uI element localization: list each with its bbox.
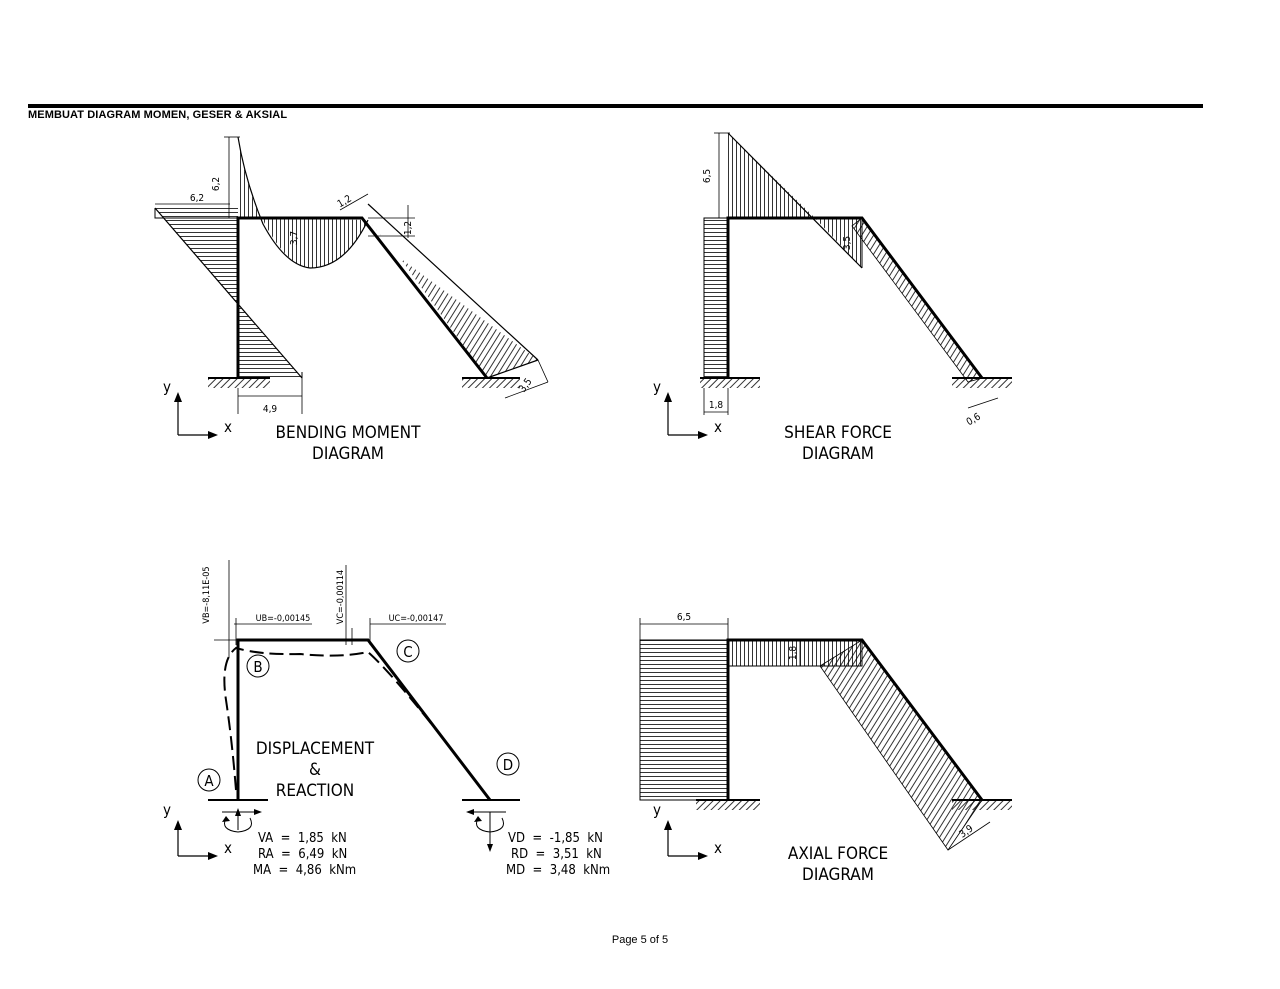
disp-label-ub: UB=-0,00145 [256, 614, 311, 624]
bm-dim-corner-diag: 1,2 [336, 193, 354, 210]
bm-dim-mid-sag: 3,7 [289, 231, 300, 245]
disp-label-vb: VB=-8,11E-05 [202, 566, 212, 623]
sf-dim-beam: 6,5 [702, 169, 713, 183]
bm-incline-fill [400, 258, 538, 378]
reaction-a-line2: RA = 6,49 kN [258, 847, 347, 862]
disp-axis-x-label: x [224, 839, 232, 857]
af-axis-x-label: x [714, 839, 722, 857]
sf-axis-x-label: x [714, 418, 722, 436]
af-ground-left [696, 801, 760, 810]
disp-axis-y-label: y [163, 801, 171, 819]
disp-title-line1: DISPLACEMENT [256, 739, 375, 759]
page-number: Page 5 of 5 [611, 934, 669, 946]
node-b-marker: B [246, 654, 270, 678]
bm-title-line1: BENDING MOMENT [276, 423, 422, 443]
reaction-d-line2: RD = 3,51 kN [511, 847, 602, 862]
shear-force-diagram: 6,5 3,5 1,8 0,6 y x SHEAR FORCE DIAGRAM [653, 132, 1012, 464]
af-title-line1: AXIAL FORCE [788, 844, 888, 864]
sf-title-line2: DIAGRAM [802, 444, 874, 464]
bm-dim-top-left: 6,2 [190, 193, 204, 204]
bm-ground-right [462, 379, 520, 388]
reaction-a-line3: MA = 4,86 kNm [253, 863, 356, 878]
af-title-line2: DIAGRAM [802, 865, 874, 885]
node-b-label: B [253, 658, 262, 676]
af-axis-icon: y x [653, 801, 722, 860]
page-header-title: MEMBUAT DIAGRAM MOMEN, GESER & AKSIAL [28, 109, 288, 121]
sf-ground-right [952, 379, 1012, 388]
sf-dim-corner: 3,5 [842, 236, 853, 250]
sf-title-line1: SHEAR FORCE [784, 423, 892, 443]
af-axis-y-label: y [653, 801, 661, 819]
bm-ground-left [208, 379, 270, 388]
header-rule [28, 104, 1203, 108]
bm-axis-y-label: y [163, 378, 171, 396]
reaction-d-line1: VD = -1,85 kN [508, 831, 603, 846]
sf-column-fill [703, 217, 729, 379]
displacement-diagram: VB=-8,11E-05 UB=-0,00145 VC=-0,00114 UC=… [163, 560, 610, 878]
bm-dim-top-vertical: 6,2 [211, 177, 222, 191]
af-dim-beam: 1,8 [788, 646, 799, 661]
sf-axis-y-label: y [653, 378, 661, 396]
node-d-label: D [503, 756, 513, 774]
bm-corner-spike-fill [238, 137, 260, 218]
node-c-marker: C [396, 639, 420, 663]
sf-dim-base: 1,8 [709, 400, 724, 411]
sf-axis-icon: y x [653, 378, 722, 439]
af-column-fill [639, 639, 729, 801]
node-d-marker: D [496, 752, 520, 776]
sf-dim-incline: 0,6 [965, 411, 983, 428]
bm-title-line2: DIAGRAM [312, 444, 384, 464]
af-dim-left: 6,5 [677, 612, 691, 623]
bm-dim-corner-vert: 1,2 [403, 221, 414, 235]
disp-title-line3: REACTION [276, 781, 354, 801]
sf-ground-left [700, 379, 760, 388]
disp-label-uc: UC=-0,00147 [389, 614, 444, 624]
af-incline-fill [819, 639, 983, 851]
axial-force-diagram: 6,5 1,8 3,9 y x AXIAL FORCE DIAGRAM [639, 612, 1012, 885]
reaction-a-line1: VA = 1,85 kN [258, 831, 347, 846]
bending-moment-diagram: 6,2 6,2 3,7 1,2 1,2 4,9 3,5 y x BENDING … [154, 136, 549, 464]
bm-beam-sag-fill [262, 218, 368, 268]
bm-axis-x-label: x [224, 418, 232, 436]
af-ground-right [952, 801, 1012, 810]
node-c-label: C [403, 643, 412, 661]
sf-incline-fill [851, 217, 983, 383]
disp-title-line2: & [309, 760, 321, 780]
node-a-label: A [204, 772, 214, 790]
reaction-d-line3: MD = 3,48 kNm [506, 863, 610, 878]
bm-axis-icon: y x [163, 378, 232, 439]
bm-dim-base: 4,9 [263, 404, 278, 415]
disp-axis-icon: y x [163, 801, 232, 860]
node-a-marker: A [197, 768, 221, 792]
disp-label-vc: VC=-0,00114 [336, 570, 346, 624]
